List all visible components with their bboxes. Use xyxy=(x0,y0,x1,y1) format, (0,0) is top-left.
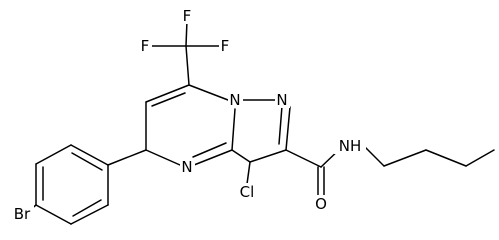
atom-f3: F xyxy=(219,37,232,55)
bond-28 xyxy=(70,144,109,166)
bond-33 xyxy=(35,204,72,225)
bond-5 xyxy=(188,84,229,101)
atom-nh-n: N xyxy=(339,137,350,155)
bond-35 xyxy=(72,199,102,217)
bond-30 xyxy=(35,144,72,165)
bond-6 xyxy=(145,84,190,103)
atom-n3-label: N xyxy=(181,158,192,176)
atom-f2: F xyxy=(181,7,194,25)
bond-9 xyxy=(145,149,181,166)
bond-10 xyxy=(193,149,233,166)
molecule-structure: F F F N N N NH xyxy=(11,7,495,225)
atom-nh-label: NH xyxy=(339,137,362,155)
molecule-diagram: F F F N N N NH xyxy=(11,7,495,225)
bond-16 xyxy=(249,149,287,163)
atom-n1: N xyxy=(228,91,243,109)
bond-34 xyxy=(70,204,109,225)
bond-15 xyxy=(278,105,283,145)
atom-f3-label: F xyxy=(221,37,230,55)
atom-br-label: Br xyxy=(14,205,31,223)
bond-29 xyxy=(71,152,103,171)
bond-23 xyxy=(363,145,385,167)
bond-14 xyxy=(285,106,291,151)
bond-2 xyxy=(185,19,188,47)
bond-24 xyxy=(383,149,427,167)
atom-o-label: O xyxy=(315,195,327,213)
atom-label-layer: F F F N N N NH xyxy=(11,7,366,223)
bond-27 xyxy=(107,149,147,166)
atom-nh: NH xyxy=(334,137,366,155)
bond-11 xyxy=(192,142,227,158)
atom-f1-label: F xyxy=(141,37,150,55)
bond-12 xyxy=(231,108,236,151)
bond-25 xyxy=(425,149,467,167)
bond-4 xyxy=(185,45,190,86)
atom-cl-label: Cl xyxy=(240,183,255,201)
atom-o: O xyxy=(314,195,329,213)
atom-n3: N xyxy=(180,158,195,176)
atom-n2: N xyxy=(275,91,290,109)
atom-nh-h: H xyxy=(350,137,361,155)
atom-cl: Cl xyxy=(236,183,258,201)
bond-22 xyxy=(246,161,251,185)
atom-f2-label: F xyxy=(183,7,192,25)
atom-br: Br xyxy=(11,205,34,223)
bond-17 xyxy=(231,149,251,163)
atom-n1-label: N xyxy=(229,91,240,109)
bond-7 xyxy=(151,92,186,107)
atom-f1: F xyxy=(139,37,152,55)
bond-layer xyxy=(29,19,495,225)
bond-18 xyxy=(285,149,322,168)
bond-26 xyxy=(465,149,495,167)
atom-n2-label: N xyxy=(276,91,287,109)
